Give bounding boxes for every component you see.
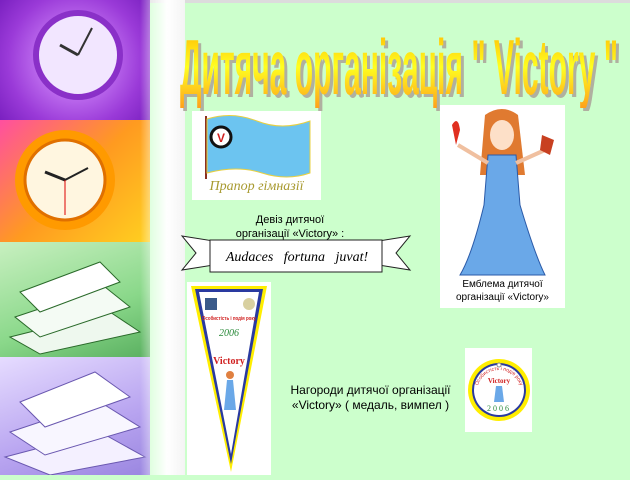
emblem-caption-line2: організації «Victory» (455, 292, 549, 303)
clock-icon (15, 130, 115, 230)
motto-label-line2: організації «Victory» : (235, 228, 345, 240)
emblem-caption-line1: Емблема дитячої (462, 279, 543, 290)
clock-icon (33, 10, 123, 100)
pennant-arc-text: Особистість і подія року (202, 315, 256, 322)
flag-image: V Прапор гімназії (192, 111, 321, 200)
purple-clock-image (0, 0, 150, 120)
motto-text: Audaces fortuna juvat! (225, 250, 369, 265)
orange-clock-image (0, 120, 150, 242)
top-border (0, 0, 630, 3)
green-books-image (0, 242, 150, 357)
motto-ribbon (180, 235, 412, 273)
medal-image: Особистість і подія року Victory 2006 (465, 348, 532, 432)
medal-drawing: Особистість і подія року Victory 2006 (468, 359, 530, 421)
girl-emblem-drawing (452, 109, 554, 276)
books-icon (8, 261, 142, 355)
pennant-image: Особистість і подія року 2006 Victory (187, 282, 271, 475)
awards-caption-line1: Нагороди дитячої організації (290, 383, 451, 397)
flag-icon: V (205, 115, 311, 179)
emblem-caption: Емблема дитячої організації «Victory» (440, 278, 565, 304)
books-icon (3, 371, 147, 476)
slide-title: Дитяча організація " Victory " (180, 23, 618, 108)
lavender-books-image (0, 357, 150, 476)
slide-title-wordart: Дитяча організація " Victory " (180, 23, 618, 108)
medal-year: 2006 (487, 404, 511, 413)
emblem-image: Емблема дитячої організації «Victory» (440, 105, 565, 308)
decorative-photo-strip (0, 0, 185, 476)
pennant-name: Victory (213, 356, 245, 367)
flag-emblem-letter: V (217, 131, 225, 145)
medal-name: Victory (488, 377, 511, 385)
pennant-drawing: Особистість і подія року 2006 Victory (191, 286, 267, 472)
strip-fade (140, 0, 185, 475)
pennant-year: 2006 (219, 328, 239, 339)
motto-label-line1: Девіз дитячої (255, 214, 325, 226)
flag-caption: Прапор гімназії (209, 179, 304, 194)
motto-label: Девіз дитячої організації «Victory» : (220, 213, 360, 241)
awards-caption: Нагороди дитячої організації «Victory» (… (283, 383, 458, 413)
awards-caption-line2: «Victory» ( медаль, вимпел ) (291, 398, 450, 412)
